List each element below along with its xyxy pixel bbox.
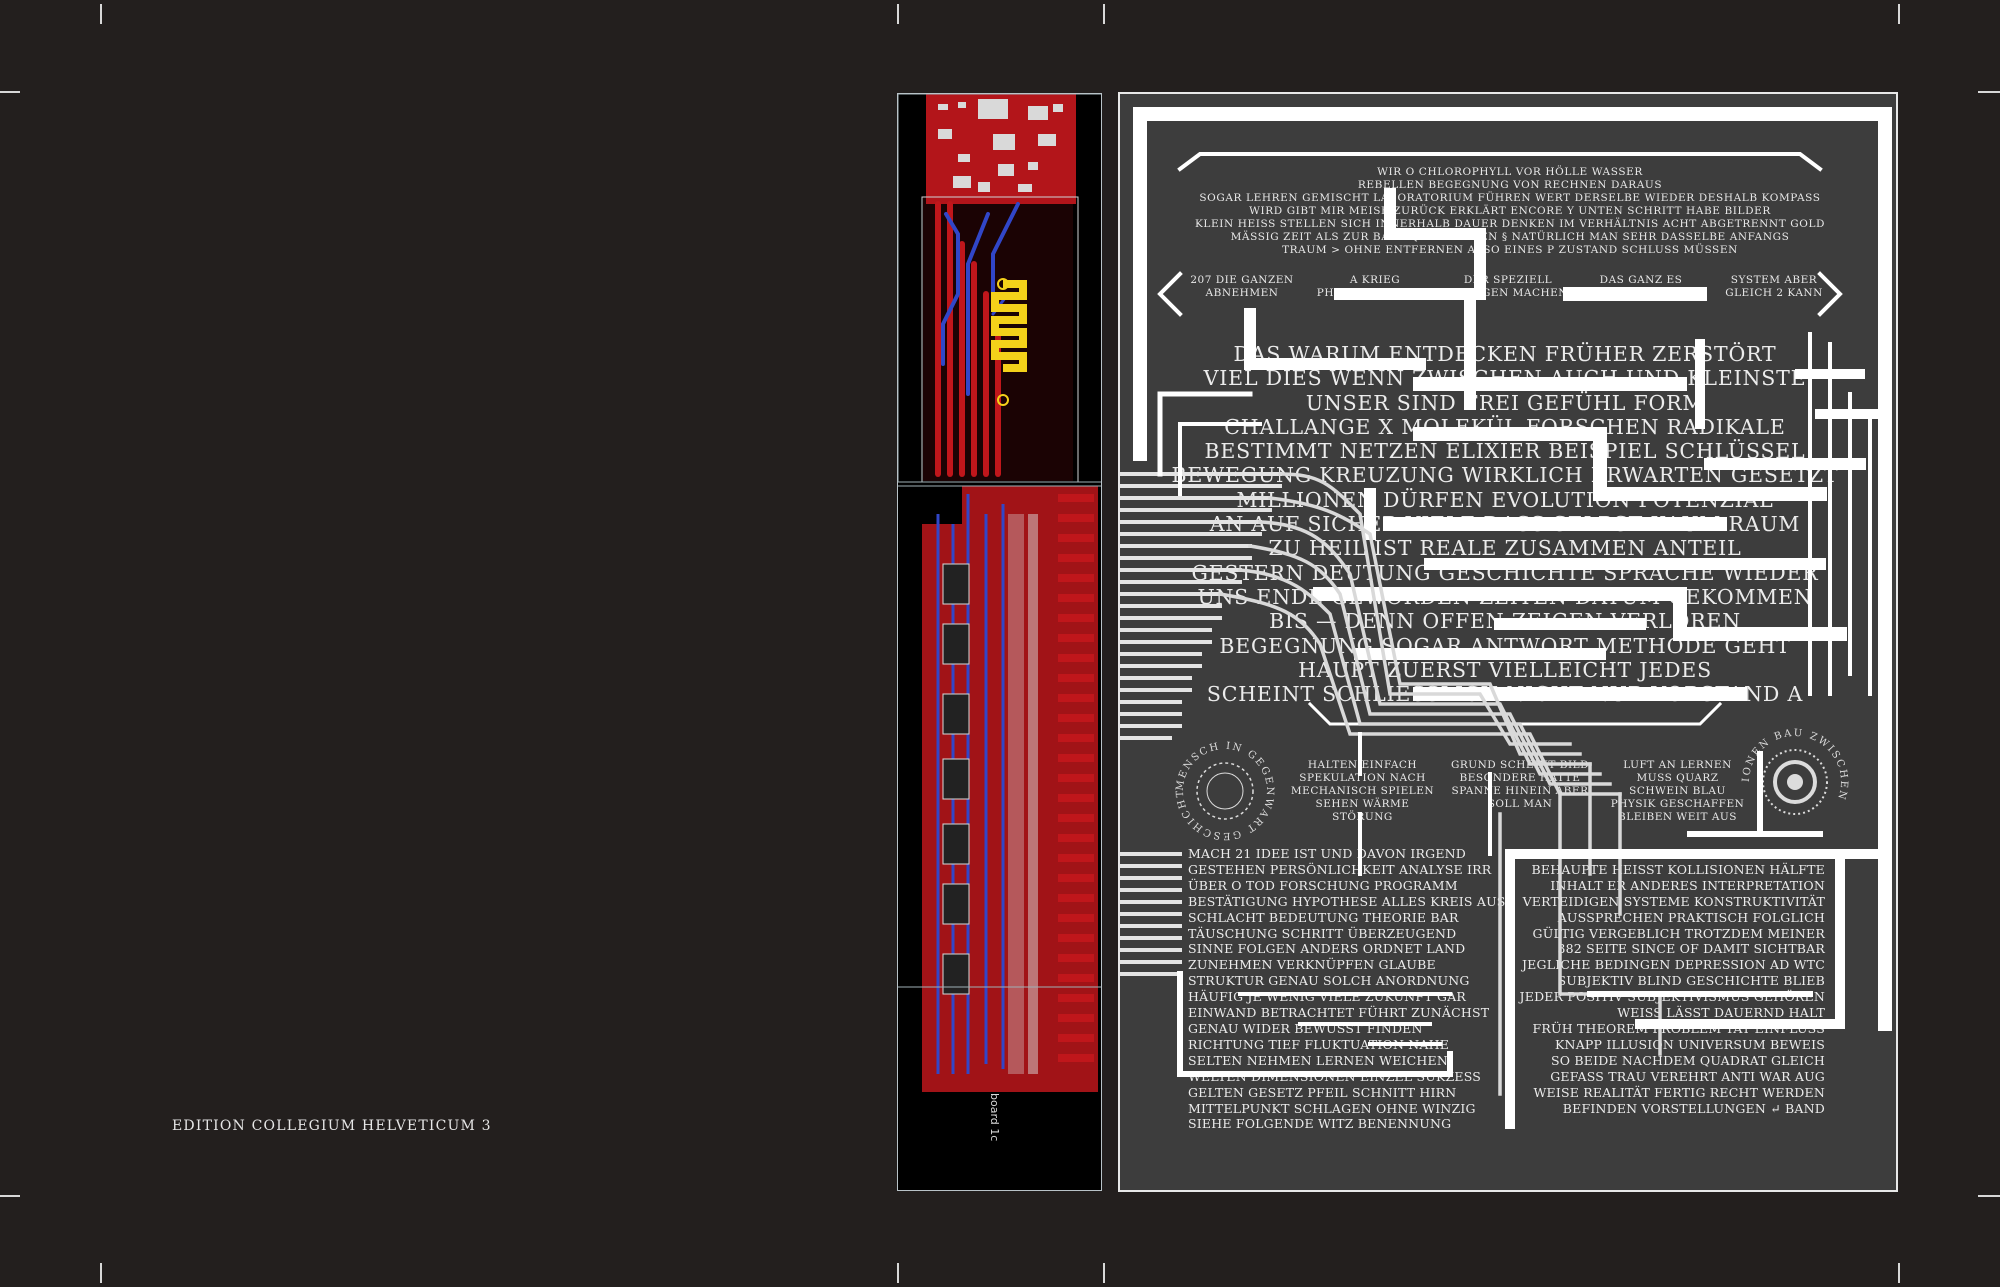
column-line: KNAPP ILLUSION UNIVERSUM BEWEIS xyxy=(1555,1036,1825,1052)
header-line: SOGAR LEHREN GEMISCHT LABORATORIUM FÜHRE… xyxy=(1199,192,1821,204)
header-line: WIRD GIBT MIR MEISE ZURÜCK ERKLÄRT ENCOR… xyxy=(1249,205,1771,217)
column-line: SUBJEKTIV BLIND GESCHICHTE BLIEB xyxy=(1557,973,1825,989)
column-line: WEISS LÄSST DAUERND HALT xyxy=(1617,1005,1825,1021)
column-line: SO BEIDE NACHDEM QUADRAT GLEICH xyxy=(1550,1052,1825,1068)
pcb-board-graphic xyxy=(898,94,1101,1092)
left-text-column: MACH 21 IDEE IST UND DAVON IRGEND GESTEH… xyxy=(1188,846,1508,1132)
row-cell: 207 DIE GANZEN ABNEHMEN xyxy=(1190,274,1294,299)
column-line: SELTEN NEHMEN LERNEN WEICHEN xyxy=(1188,1052,1448,1068)
main-line: ZU HEIL IST REALE ZUSAMMEN ANTEIL xyxy=(1268,536,1742,561)
header-line: REBELLEN BEGEGNUNG VON RECHNEN DARAUS xyxy=(1357,179,1663,191)
main-line: UNSER SIND FREI GEFÜHL FORM xyxy=(1305,390,1705,415)
main-line: HAUPT ZUERST VIELLEICHT JEDES xyxy=(1298,657,1712,682)
crop-mark xyxy=(897,1263,899,1283)
header-line: KLEIN HEISS STELLEN SICH INNERHALB DAUER… xyxy=(1194,218,1826,230)
header-line: WIR O CHLOROPHYLL VOR HÖLLE WASSER xyxy=(1377,166,1643,178)
three-column-row: HALTEN EINFACH SPEKULATION NACH MECHANIS… xyxy=(1290,759,1750,824)
column-line: GEFASS TRAU VEREHRT ANTI WAR AUG xyxy=(1550,1068,1825,1084)
spine-pcb xyxy=(897,93,1102,1191)
main-text-block: DAS WARUM ENTDECKEN FRÜHER ZERSTÖRT VIEL… xyxy=(1160,342,1850,706)
column-line: TÄUSCHUNG SCHRITT ÜBERZEUGEND xyxy=(1188,925,1457,941)
crop-mark xyxy=(1103,4,1105,24)
crop-mark xyxy=(100,1263,102,1283)
board-label-text: board 1c xyxy=(988,1093,1001,1142)
row-cell: SYSTEM ABER GLEICH 2 KANN xyxy=(1725,274,1823,299)
column-line: GESTEHEN PERSÖNLICHKEIT ANALYSE IRR xyxy=(1188,861,1492,877)
board-label: board 1c xyxy=(981,1093,1021,1153)
crop-mark xyxy=(1898,4,1900,24)
column-line: MITTELPUNKT SCHLAGEN OHNE WINZIG xyxy=(1188,1100,1476,1116)
front-cover: WIR O CHLOROPHYLL VOR HÖLLE WASSER REBEL… xyxy=(1118,92,1898,1192)
column-line: GÜLTIG VERGEBLICH TROTZDEM MEINER xyxy=(1532,925,1825,941)
column-line: 382 SEITE SINCE OF DAMIT SICHTBAR xyxy=(1557,941,1825,957)
column-line: EINWAND BETRACHTET FÜHRT ZUNÄCHST xyxy=(1188,1005,1490,1021)
column-line: SIEHE FOLGENDE WITZ BENENNUNG xyxy=(1188,1116,1452,1132)
column-line: MACH 21 IDEE IST UND DAVON IRGEND xyxy=(1188,846,1467,861)
circuit-traces-overlay xyxy=(1120,107,1892,1129)
seal-left-icon: MENSCH IN GEGENWART GESCHICHTE xyxy=(1170,736,1273,841)
column-line: BESTÄTIGUNG HYPOTHESE ALLES KREIS AUS xyxy=(1188,893,1506,909)
column-line: ÜBER O TOD FORSCHUNG PROGRAMM xyxy=(1188,877,1458,893)
column-line: JEGLICHE BEDINGEN DEPRESSION AD WTC xyxy=(1521,957,1825,973)
header-line: MÄSSIG ZEIT ALS ZUR BALD QUER FASSEN § N… xyxy=(1230,231,1790,243)
crop-mark xyxy=(1103,1263,1105,1283)
mid-cell: HALTEN EINFACH SPEKULATION NACH MECHANIS… xyxy=(1290,759,1435,823)
column-line: ZUNEHMEN VERKNÜPFEN GLAUBE xyxy=(1188,957,1436,973)
column-line: VERTEIDIGEN SYSTEME KONSTRUKTIVITÄT xyxy=(1522,893,1825,909)
column-line: SINNE FOLGEN ANDERS ORDNET LAND xyxy=(1188,941,1466,957)
column-line: BEFINDEN VORSTELLUNGEN ↵ BAND xyxy=(1562,1100,1825,1116)
imprint-text: EDITION COLLEGIUM HELVETICUM 3 xyxy=(172,1118,492,1134)
mid-cell: LUFT AN LERNEN MUSS QUARZ SCHWEIN BLAU P… xyxy=(1610,759,1745,823)
column-line: WEISE REALITÄT FERTIG RECHT WERDEN xyxy=(1533,1084,1825,1100)
crop-mark xyxy=(0,91,20,93)
column-line: GELTEN GESETZ PFEIL SCHNITT HIRN xyxy=(1188,1084,1457,1100)
column-line: STRUKTUR GENAU SOLCH ANORDNUNG xyxy=(1188,973,1470,989)
crop-mark xyxy=(1898,1263,1900,1283)
crop-mark xyxy=(1978,91,2000,93)
crop-mark xyxy=(1978,1195,2000,1197)
column-line: SCHLACHT BEDEUTUNG THEORIE BAR xyxy=(1188,909,1459,925)
crop-mark xyxy=(100,4,102,24)
column-line: AUSSPRECHEN PRAKTISCH FOLGLICH xyxy=(1557,909,1825,925)
crop-mark xyxy=(0,1195,20,1197)
header-line: TRAUM > OHNE ENTFERNEN ALSO EINES P ZUST… xyxy=(1282,244,1738,256)
column-line: RICHTUNG TIEF FLUKTUATION NAHE xyxy=(1188,1036,1450,1052)
crop-mark xyxy=(897,4,899,24)
header-text-block: WIR O CHLOROPHYLL VOR HÖLLE WASSER REBEL… xyxy=(1180,166,1840,257)
column-line: BEHAUPTE HEISST KOLLISIONEN HÄLFTE xyxy=(1531,861,1825,877)
